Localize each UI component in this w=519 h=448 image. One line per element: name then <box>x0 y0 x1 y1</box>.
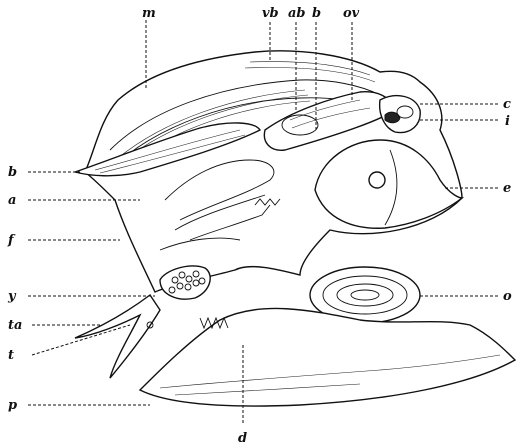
label-vb: vb <box>262 6 279 21</box>
label-b-left: b <box>8 165 17 180</box>
tentacles <box>75 295 160 378</box>
foot-sole <box>140 308 515 406</box>
label-y: y <box>7 289 17 304</box>
label-ov: ov <box>343 6 360 21</box>
label-b-top: b <box>312 6 321 21</box>
label-p: p <box>8 398 17 413</box>
label-t: t <box>8 348 14 363</box>
label-ta: ta <box>8 318 22 333</box>
label-e: e <box>503 181 511 196</box>
label-o: o <box>503 289 512 304</box>
label-c: c <box>503 97 511 112</box>
label-d: d <box>238 431 247 446</box>
label-ab: ab <box>288 6 306 21</box>
label-m: m <box>142 6 156 21</box>
label-i: i <box>505 114 510 129</box>
label-f: f <box>7 233 16 248</box>
label-a: a <box>8 193 16 208</box>
